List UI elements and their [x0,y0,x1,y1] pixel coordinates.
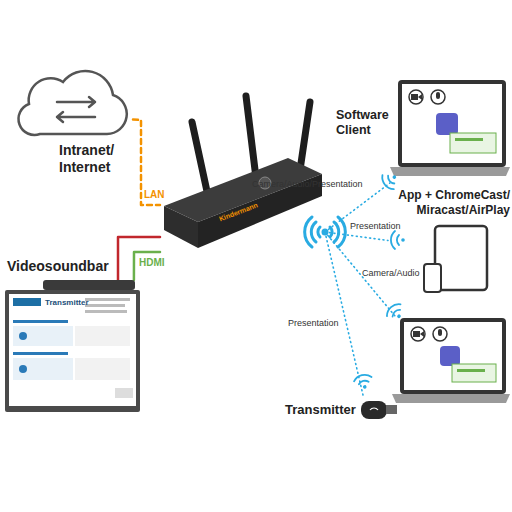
screen-line [85,298,130,301]
edge-label: LAN [144,189,165,200]
phone [424,264,441,292]
camera-icon [411,327,425,341]
device-heading: Videosoundbar [7,258,109,274]
screen-line [85,304,125,307]
app-window [452,364,496,382]
antenna [300,102,310,170]
laptop-screen [404,322,502,390]
app-logo [440,346,460,366]
connector [325,232,363,395]
antenna [192,122,208,196]
router-device: Kindermann [160,88,325,263]
usb-plug [386,405,397,414]
display-screen: VideosoundbarTransmitter [5,280,140,412]
wifi-hub [305,217,346,247]
screen-icon [19,365,27,373]
mic-icon [438,329,442,336]
camera-icon [411,94,418,100]
camera-icon [409,90,423,104]
laptop-screen [402,84,502,163]
wifi-hub [322,229,329,236]
laptop-bezel [400,318,506,394]
cloud-label: Intranet/ Internet [59,142,133,176]
screen-panel [75,358,130,380]
screen-panel [75,326,130,346]
screen-line [85,310,127,313]
cloud-shape [19,71,127,135]
exchange-arrows [57,97,95,122]
soundbar [43,280,135,290]
edge-label: Presentation [288,318,339,328]
screen-logo [13,298,41,306]
camera-icon [418,94,422,100]
wifi-icon [384,301,407,323]
dongle-logo [370,408,378,410]
app-window [450,133,496,153]
edge-label: Presentation [350,221,401,231]
wifi-icon [379,169,401,192]
mic-icon [433,327,447,341]
camera-icon [413,331,420,337]
usb-dongle [361,401,387,419]
router-side [164,206,198,248]
connector [325,232,388,241]
monitor-bezel [5,290,140,412]
edge-label: HDMI [139,257,165,268]
device-heading: Transmitter [285,402,356,417]
screen-qr [115,388,133,398]
link-label: Camera/Audio [362,268,420,278]
monitor-screen [9,294,136,406]
mic-icon [431,90,445,104]
laptop-bezel [398,80,506,167]
app-window-bar [455,138,483,141]
screen-panel [13,326,73,346]
laptop-client: Software Client [336,75,510,183]
screen-bar [13,320,68,323]
antenna [246,96,256,178]
screen-icon [19,332,27,340]
device-heading: Software Client [336,108,396,138]
camera-icon [420,331,424,337]
tablet [435,226,487,290]
screen-title: Transmitter [45,298,89,307]
screen-bar [13,352,68,355]
device-heading: App + ChromeCast/ Miracast/AirPlay [388,188,510,218]
laptop-base [390,167,510,176]
wifi-icon [391,231,405,249]
cloud-node: Intranet/ Internet [15,62,133,190]
screen-panel [13,358,73,380]
edge-label: Camera/Audio/Presentation [252,179,363,189]
wifi-icon [353,373,374,391]
router-device-art [160,88,325,263]
app-window-bar [457,369,485,372]
app-logo [436,113,458,135]
mic-icon [436,92,440,99]
transmitter-dongle: Transmitter [285,395,405,425]
laptop-base [392,394,510,403]
